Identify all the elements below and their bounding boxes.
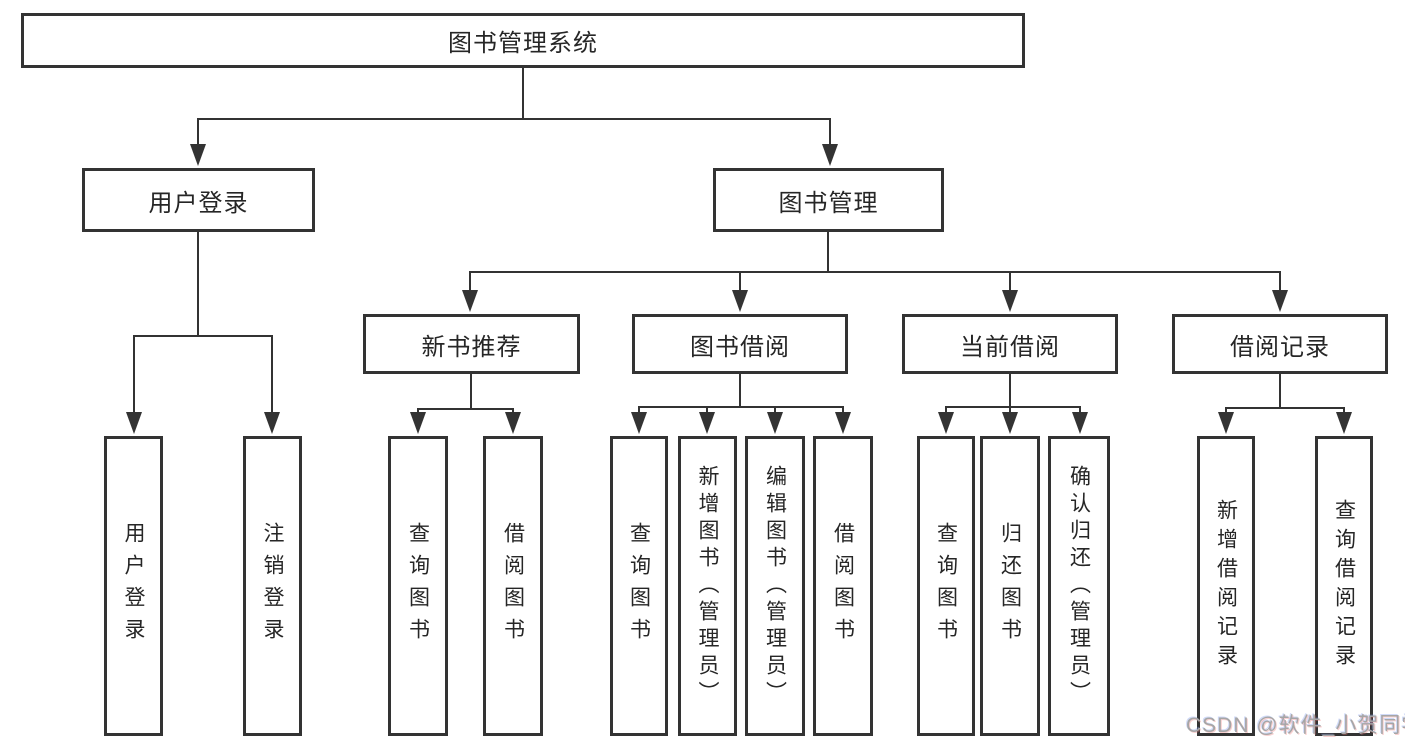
line-segment <box>1009 271 1011 292</box>
leaf-edit-books-admin: 编辑图书（管理员） <box>745 436 805 736</box>
line-segment <box>1279 374 1281 407</box>
arrowhead-icon <box>126 412 142 434</box>
node-user-login: 用户登录 <box>82 168 315 232</box>
line-segment <box>133 335 135 414</box>
line-segment <box>827 232 829 271</box>
line-segment <box>1009 406 1011 414</box>
line-segment <box>1225 407 1345 409</box>
arrowhead-icon <box>505 412 521 434</box>
watermark: CSDN @软件_小贺同学 <box>1186 714 1405 737</box>
leaf-query-books-current: 查询图书 <box>917 436 975 736</box>
node-label: 图书管理系统 <box>448 30 598 57</box>
node-label: 编辑图书（管理员） <box>763 464 787 708</box>
node-book-borrow: 图书借阅 <box>632 314 848 374</box>
line-segment <box>133 335 273 337</box>
node-label: 查询图书 <box>627 522 651 650</box>
line-segment <box>1009 374 1011 406</box>
leaf-add-borrow-record: 新增借阅记录 <box>1197 436 1255 736</box>
leaf-logout: 注销登录 <box>243 436 302 736</box>
node-label: 新增借阅记录 <box>1214 499 1238 673</box>
node-label: 图书借阅 <box>690 333 790 361</box>
arrowhead-icon <box>631 412 647 434</box>
leaf-return-books: 归还图书 <box>980 436 1040 736</box>
node-label: 当前借阅 <box>960 333 1060 361</box>
arrowhead-icon <box>938 412 954 434</box>
line-segment <box>522 68 524 118</box>
node-label: 用户登录 <box>122 522 145 650</box>
leaf-user-login: 用户登录 <box>104 436 163 736</box>
node-label: 借阅图书 <box>831 522 855 650</box>
line-segment <box>829 118 831 146</box>
line-segment <box>197 118 831 120</box>
arrowhead-icon <box>822 144 838 166</box>
node-label: 用户登录 <box>148 189 249 217</box>
node-label: 注销登录 <box>261 522 284 650</box>
line-segment <box>417 408 514 410</box>
node-label: 新书推荐 <box>421 333 522 361</box>
leaf-add-books-admin: 新增图书（管理员） <box>678 436 737 736</box>
arrowhead-icon <box>767 412 783 434</box>
line-segment <box>638 406 844 408</box>
node-label: 借阅记录 <box>1230 333 1330 361</box>
leaf-query-borrow-record: 查询借阅记录 <box>1315 436 1373 736</box>
leaf-query-books-recommend: 查询图书 <box>388 436 448 736</box>
line-segment <box>469 271 1281 273</box>
line-segment <box>271 335 273 414</box>
node-label: 归还图书 <box>998 522 1022 650</box>
node-label: 查询图书 <box>934 522 958 650</box>
arrowhead-icon <box>410 412 426 434</box>
line-segment <box>774 406 776 414</box>
node-borrow-records: 借阅记录 <box>1172 314 1388 374</box>
line-segment <box>470 374 472 408</box>
node-label: 图书管理 <box>778 189 879 217</box>
arrowhead-icon <box>699 412 715 434</box>
leaf-confirm-return-admin: 确认归还（管理员） <box>1048 436 1110 736</box>
line-segment <box>1343 407 1345 414</box>
leaf-borrow-books-recommend: 借阅图书 <box>483 436 543 736</box>
node-new-book-recommend: 新书推荐 <box>363 314 580 374</box>
arrowhead-icon <box>1002 412 1018 434</box>
arrowhead-icon <box>835 412 851 434</box>
arrowhead-icon <box>1218 412 1234 434</box>
leaf-borrow-books-borrow: 借阅图书 <box>813 436 873 736</box>
node-label: 查询借阅记录 <box>1332 499 1356 673</box>
node-current-borrow: 当前借阅 <box>902 314 1118 374</box>
node-label: 查询图书 <box>406 522 430 650</box>
node-book-management-system: 图书管理系统 <box>21 13 1025 68</box>
arrowhead-icon <box>1002 290 1018 312</box>
line-segment <box>945 406 1081 408</box>
line-segment <box>1225 407 1227 414</box>
arrowhead-icon <box>1336 412 1352 434</box>
arrowhead-icon <box>1272 290 1288 312</box>
node-book-management: 图书管理 <box>713 168 944 232</box>
line-segment <box>197 232 199 335</box>
leaf-query-books-borrow: 查询图书 <box>610 436 668 736</box>
arrowhead-icon <box>264 412 280 434</box>
line-segment <box>739 271 741 292</box>
node-label: 新增图书（管理员） <box>696 464 719 708</box>
arrowhead-icon <box>1072 412 1088 434</box>
node-label: 确认归还（管理员） <box>1067 464 1091 708</box>
line-segment <box>638 406 640 414</box>
line-segment <box>739 374 741 406</box>
line-segment <box>469 271 471 292</box>
line-segment <box>945 406 947 414</box>
line-segment <box>1279 271 1281 292</box>
line-segment <box>842 406 844 414</box>
arrowhead-icon <box>462 290 478 312</box>
line-segment <box>197 118 199 146</box>
line-segment <box>1079 406 1081 414</box>
line-segment <box>706 406 708 414</box>
arrowhead-icon <box>190 144 206 166</box>
node-label: 借阅图书 <box>501 522 525 650</box>
arrowhead-icon <box>732 290 748 312</box>
